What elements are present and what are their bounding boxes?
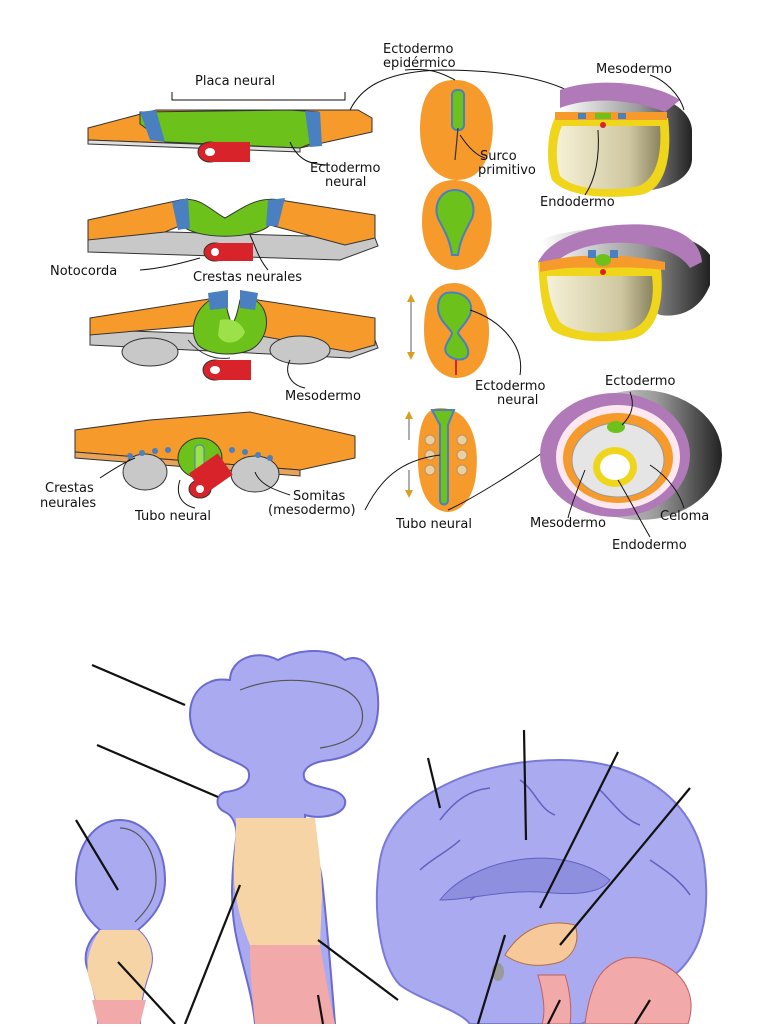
label-ectodermo-right: Ectodermo <box>605 374 675 389</box>
label-ectodermo-neural-2b: neural <box>497 393 538 408</box>
label-crestas-2: neurales <box>40 496 96 511</box>
label-ectodermo-neural-1b: neural <box>325 175 366 190</box>
embryo-disc-3 <box>407 283 490 378</box>
brain-vesicle-three-stage <box>74 818 167 1025</box>
label-ectodermo-epidermico-2: epidérmico <box>383 56 456 71</box>
label-ectodermo-neural-2a: Ectodermo <box>475 379 545 394</box>
embryo-cylinder-1 <box>548 82 692 197</box>
label-surco-1: Surco <box>480 149 517 164</box>
label-endodermo-top: Endodermo <box>540 195 615 210</box>
neural-folds-slab <box>89 290 379 381</box>
embryo-disc-4 <box>405 408 477 512</box>
neural-groove-slab <box>87 198 379 262</box>
label-placa-neural: Placa neural <box>195 74 275 89</box>
neural-plate-slab <box>87 109 373 163</box>
embryo-cross-section <box>540 390 722 520</box>
label-mesodermo-top: Mesodermo <box>596 62 672 77</box>
label-tubo-neural-left: Tubo neural <box>134 509 211 524</box>
label-ectodermo-epidermico-1: Ectodermo <box>383 42 453 57</box>
label-mesodermo-mid: Mesodermo <box>285 389 361 404</box>
brain-vesicle-five-stage <box>189 650 380 1025</box>
leader-lines <box>75 663 691 1025</box>
embryo-cylinder-2 <box>538 224 710 342</box>
embryo-disc-1 <box>420 80 493 180</box>
label-celoma: Celoma <box>660 509 709 524</box>
embryo-disc-2 <box>422 180 492 270</box>
adult-brain-sagittal <box>375 758 708 1025</box>
neural-tube-slab <box>74 411 356 499</box>
label-notocorda: Notocorda <box>50 264 117 279</box>
label-crestas-neurales-mid: Crestas neurales <box>193 270 302 285</box>
label-somitas-1: Somitas <box>293 489 346 504</box>
label-ectodermo-neural-1a: Ectodermo <box>310 161 380 176</box>
label-mesodermo-bottom: Mesodermo <box>530 516 606 531</box>
label-crestas-1: Crestas <box>45 481 94 496</box>
label-surco-2: primitivo <box>478 163 536 178</box>
label-endodermo-bottom: Endodermo <box>612 538 687 553</box>
label-tubo-neural-mid: Tubo neural <box>395 517 472 532</box>
label-somitas-2: (mesodermo) <box>268 503 356 518</box>
